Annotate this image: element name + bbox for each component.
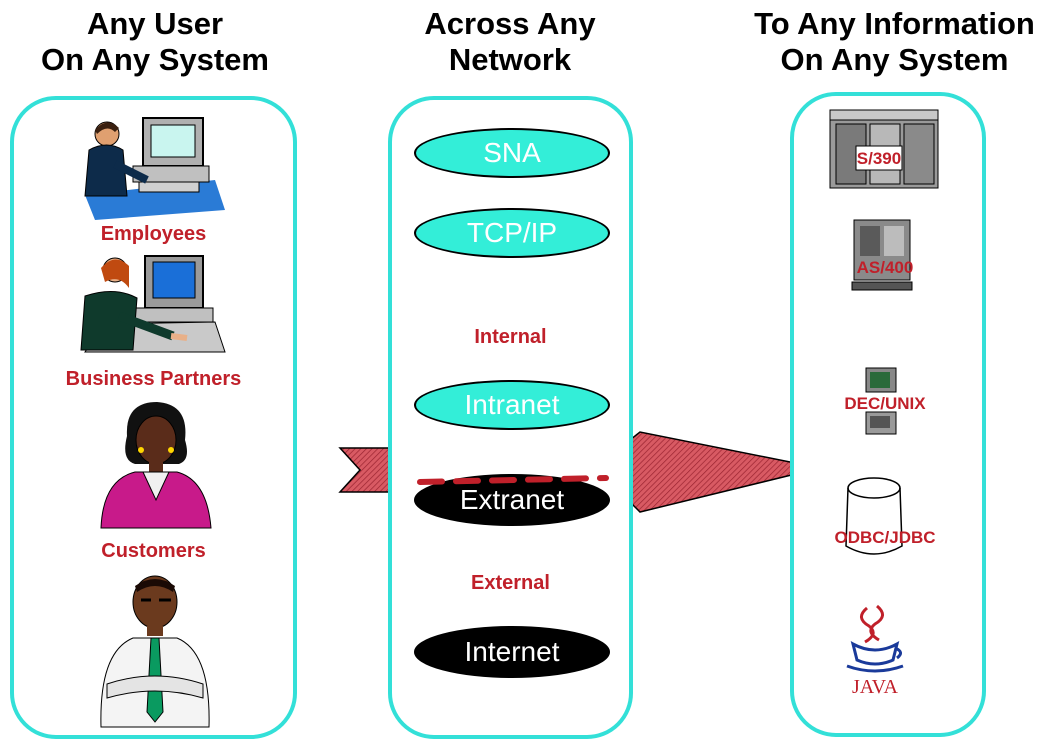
as400-server-icon	[851, 219, 913, 291]
odbc-jdbc-label: ODBC/JDBC	[834, 528, 936, 547]
customer-woman-icon	[100, 402, 212, 529]
database-cylinder-icon	[845, 477, 903, 555]
dec-unix-workstation-icon	[865, 367, 897, 435]
intranet-oval: Intranet	[414, 380, 610, 430]
users-heading: Any User On Any System	[0, 6, 310, 78]
s390-mainframe-icon	[829, 109, 939, 189]
java-coffee-cup-icon	[846, 604, 904, 673]
information-heading: To Any Information On Any System	[730, 6, 1059, 78]
tcpip-label: TCP/IP	[466, 217, 558, 248]
network-heading-line1: Across Any	[424, 6, 596, 41]
external-label: External	[471, 572, 550, 594]
intranet-label: Intranet	[464, 389, 560, 420]
business-partner-at-computer-icon	[80, 255, 226, 353]
employee-at-computer-icon	[84, 117, 225, 220]
network-heading: Across Any Network	[380, 6, 640, 78]
internet-oval: Internet	[414, 626, 610, 678]
internal-label: Internal	[474, 326, 547, 348]
customers-label: Customers	[101, 540, 206, 562]
dec-unix-label: DEC/UNIX	[844, 394, 926, 413]
network-heading-line2: Network	[448, 42, 572, 77]
internet-label: Internet	[464, 636, 560, 667]
business-partners-label: Business Partners	[65, 368, 242, 390]
sna-oval: SNA	[414, 128, 610, 178]
firewall-dash-line-icon	[417, 475, 609, 485]
s390-label: S/390	[856, 149, 902, 168]
employees-label: Employees	[100, 223, 207, 245]
man-arms-crossed-icon	[100, 575, 210, 728]
extranet-label: Extranet	[459, 484, 565, 515]
as400-label: AS/400	[856, 258, 914, 277]
java-label: JAVA	[852, 676, 898, 698]
tcpip-oval: TCP/IP	[414, 208, 610, 258]
sna-label: SNA	[483, 137, 541, 168]
users-heading-line1: Any User	[86, 6, 224, 41]
users-heading-line2: On Any System	[41, 42, 269, 77]
information-heading-line2: On Any System	[780, 42, 1009, 77]
information-heading-line1: To Any Information	[754, 6, 1035, 41]
